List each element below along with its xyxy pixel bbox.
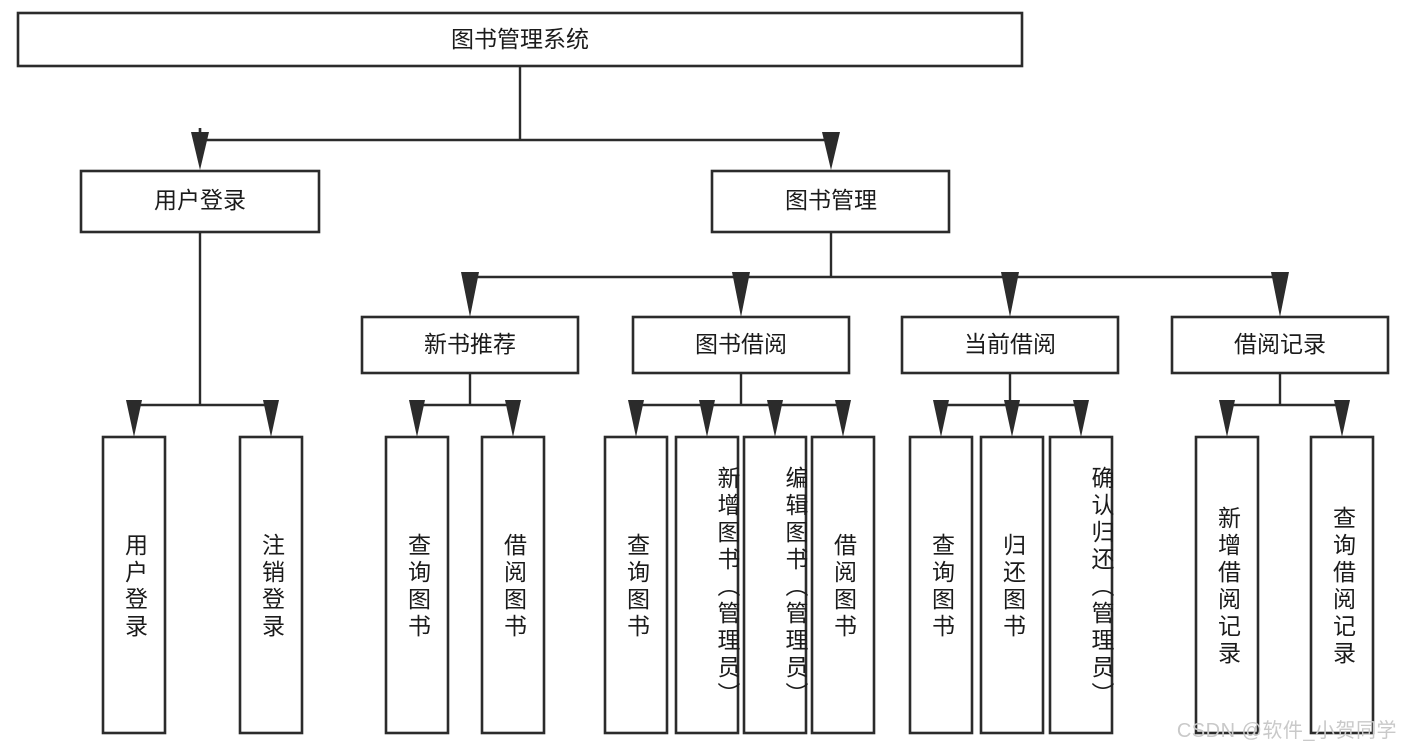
node-leaf-borrow-book-1-label: 借阅图书 — [500, 533, 527, 641]
arrow-head-leaf-confirm-return — [1073, 400, 1089, 437]
node-leaf-query-book-1-box[interactable] — [384, 435, 450, 735]
arrow-head-leaf-query-book-2 — [628, 400, 644, 437]
node-leaf-add-borrow-record-label: 新增借阅记录 — [1214, 506, 1241, 668]
node-book-borrow[interactable]: 图书借阅 — [631, 315, 851, 375]
arrow-head-leaf-add-book — [699, 400, 715, 437]
connector-group-current-borrow-to-leaves — [933, 373, 1089, 437]
node-leaf-query-borrow-record-label: 查询借阅记录 — [1329, 506, 1356, 668]
node-user-login[interactable]: 用户登录 — [79, 169, 321, 234]
node-leaf-query-book-3-box[interactable] — [908, 435, 974, 735]
node-new-book-recommend[interactable]: 新书推荐 — [360, 315, 580, 375]
node-borrow-record-label: 借阅记录 — [1234, 331, 1326, 357]
node-leaf-add-borrow-record-box[interactable] — [1194, 435, 1260, 735]
arrow-head-borrow-record — [1271, 272, 1289, 317]
node-user-login-box[interactable] — [79, 169, 321, 234]
node-book-borrow-box[interactable] — [631, 315, 851, 375]
connector-group-book-borrow-to-leaves — [628, 373, 851, 437]
arrow-head-leaf-query-borrow-record — [1334, 400, 1350, 437]
node-leaf-confirm-return-box[interactable] — [1048, 435, 1114, 735]
watermark-text: CSDN @软件_小贺同学 — [1176, 720, 1397, 742]
node-book-manage-label: 图书管理 — [785, 187, 877, 213]
arrow-head-book-borrow — [732, 272, 750, 317]
node-leaf-add-book-box[interactable] — [674, 435, 740, 735]
node-leaf-user-logout-label: 注销登录 — [258, 533, 285, 641]
node-leaf-borrow-book-1-box[interactable] — [480, 435, 546, 735]
node-leaf-query-borrow-record-box[interactable] — [1309, 435, 1375, 735]
node-leaf-borrow-book-2-label: 借阅图书 — [830, 533, 857, 641]
arrow-head-leaf-user-login — [126, 400, 142, 437]
node-leaf-confirm-return-label: 确认归还（管理员） — [1088, 465, 1114, 709]
arrow-head-current-borrow — [1001, 272, 1019, 317]
node-current-borrow[interactable]: 当前借阅 — [900, 315, 1120, 375]
arrow-head-leaf-user-logout — [263, 400, 279, 437]
node-leaf-query-book-1-label: 查询图书 — [404, 533, 431, 641]
node-root-label: 图书管理系统 — [451, 26, 589, 52]
node-root[interactable]: 图书管理系统 — [16, 11, 1024, 68]
arrow-head-new-book-recommend — [461, 272, 479, 317]
arrow-head-leaf-add-borrow-record — [1219, 400, 1235, 437]
arrow-head-leaf-query-book-1 — [409, 400, 425, 437]
node-book-borrow-label: 图书借阅 — [695, 331, 787, 357]
arrow-head-leaf-query-book-3 — [933, 400, 949, 437]
leaf-boxes-group — [101, 435, 1375, 735]
arrow-head-leaf-return-book — [1004, 400, 1020, 437]
arrow-head-leaf-borrow-book-2 — [835, 400, 851, 437]
node-leaf-borrow-book-2-box[interactable] — [810, 435, 876, 735]
connector-group-root-to-level2 — [191, 66, 840, 170]
arrow-head-user-login — [191, 132, 209, 170]
node-leaf-edit-book-box[interactable] — [742, 435, 808, 735]
node-leaf-edit-book-label: 编辑图书（管理员） — [782, 465, 808, 709]
node-leaf-query-book-2-label: 查询图书 — [623, 533, 650, 641]
node-leaf-query-book-2-box[interactable] — [603, 435, 669, 735]
node-user-login-label: 用户登录 — [154, 187, 246, 213]
arrow-head-leaf-edit-book — [767, 400, 783, 437]
node-leaf-query-book-3-label: 查询图书 — [928, 533, 955, 641]
node-book-manage-box[interactable] — [710, 169, 951, 234]
node-current-borrow-box[interactable] — [900, 315, 1120, 375]
connector-group-book-manage-to-level3 — [461, 232, 1289, 317]
connector-group-borrow-record-to-leaves — [1219, 373, 1350, 437]
node-leaf-return-book-label: 归还图书 — [999, 533, 1026, 641]
arrow-head-book-manage — [822, 132, 840, 170]
node-borrow-record[interactable]: 借阅记录 — [1170, 315, 1390, 375]
node-new-book-recommend-box[interactable] — [360, 315, 580, 375]
node-leaf-user-logout-box[interactable] — [238, 435, 304, 735]
node-leaf-user-login-box[interactable] — [101, 435, 167, 735]
node-root-box[interactable] — [16, 11, 1024, 68]
node-borrow-record-box[interactable] — [1170, 315, 1390, 375]
arrow-head-leaf-borrow-book-1 — [505, 400, 521, 437]
connector-group-user-login-to-leaves — [126, 232, 279, 437]
node-new-book-recommend-label: 新书推荐 — [424, 331, 516, 357]
node-book-manage[interactable]: 图书管理 — [710, 169, 951, 234]
node-leaf-user-login-label: 用户登录 — [121, 533, 148, 641]
node-leaf-add-book-label: 新增图书（管理员） — [714, 465, 740, 709]
connector-group-new-book-recommend-to-leaves — [409, 373, 521, 437]
node-current-borrow-label: 当前借阅 — [964, 331, 1056, 357]
node-leaf-return-book-box[interactable] — [979, 435, 1045, 735]
